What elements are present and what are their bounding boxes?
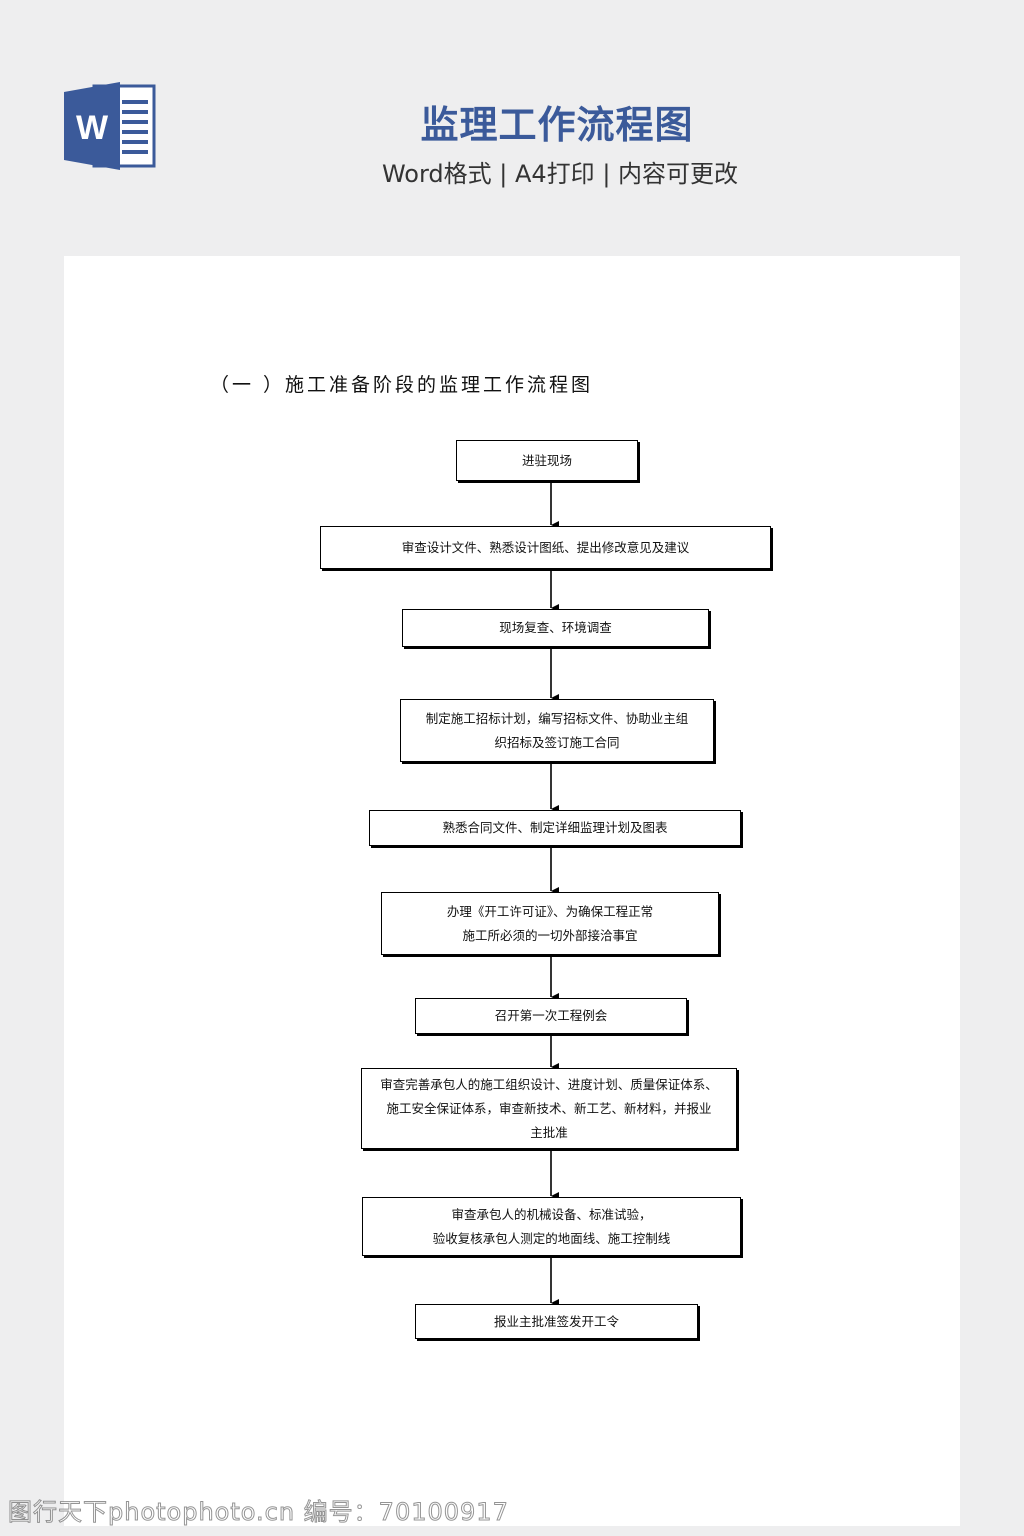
flow-step-text: 审查完善承包人的施工组织设计、进度计划、质量保证体系、	[380, 1076, 718, 1092]
flow-step-text: 审查设计文件、熟悉设计图纸、提出修改意见及建议	[401, 539, 690, 555]
flow-step-review-design: 审查设计文件、熟悉设计图纸、提出修改意见及建议	[320, 526, 771, 569]
flow-step-text: 施工所必须的一切外部接洽事宜	[462, 927, 638, 943]
flow-step-text: 报业主批准签发开工令	[493, 1313, 619, 1329]
flow-step-text: 现场复查、环境调查	[499, 620, 612, 635]
flow-step-text: 主批准	[530, 1124, 568, 1140]
flow-step-equipment-check: 审查承包人的机械设备、标准试验， 验收复核承包人测定的地面线、施工控制线	[362, 1197, 741, 1256]
flow-step-text: 织招标及签订施工合同	[494, 734, 620, 750]
watermark: 图行天下photophoto.cn 编号：70100917	[8, 1498, 509, 1527]
flow-step-start-permit: 办理《开工许可证》、为确保工程正常 施工所必须的一切外部接洽事宜	[381, 892, 719, 955]
flow-step-first-meeting: 召开第一次工程例会	[415, 998, 687, 1034]
flow-step-tender-plan: 制定施工招标计划，编写招标文件、协助业主组 织招标及签订施工合同	[400, 699, 714, 762]
word-logo-letter: W	[76, 109, 109, 147]
flow-step-text: 召开第一次工程例会	[494, 1008, 608, 1023]
flow-step-text: 审查承包人的机械设备、标准试验，	[451, 1206, 652, 1222]
flow-step-text: 进驻现场	[521, 452, 572, 468]
flow-step-text: 制定施工招标计划，编写招标文件、协助业主组	[425, 710, 689, 726]
word-document-icon: W	[64, 82, 156, 170]
flow-step-site-survey: 现场复查、环境调查	[402, 609, 709, 647]
page-subtitle: Word格式 | A4打印 | 内容可更改	[381, 160, 739, 188]
page-title: 监理工作流程图	[420, 103, 694, 147]
flow-step-text: 验收复核承包人测定的地面线、施工控制线	[432, 1230, 671, 1246]
flow-step-start-order: 报业主批准签发开工令	[415, 1304, 698, 1339]
flow-step-review-construction-plan: 审查完善承包人的施工组织设计、进度计划、质量保证体系、 施工安全保证体系，审查新…	[361, 1068, 737, 1149]
flow-step-enter-site: 进驻现场	[456, 440, 638, 481]
section-heading: （一 ）施工准备阶段的监理工作流程图	[210, 374, 594, 396]
flow-step-text: 熟悉合同文件、制定详细监理计划及图表	[442, 820, 668, 835]
flow-step-text: 施工安全保证体系，审查新技术、新工艺、新材料，并报业	[386, 1100, 712, 1116]
flow-step-text: 办理《开工许可证》、为确保工程正常	[446, 903, 654, 919]
flow-step-contract-review: 熟悉合同文件、制定详细监理计划及图表	[369, 810, 741, 846]
